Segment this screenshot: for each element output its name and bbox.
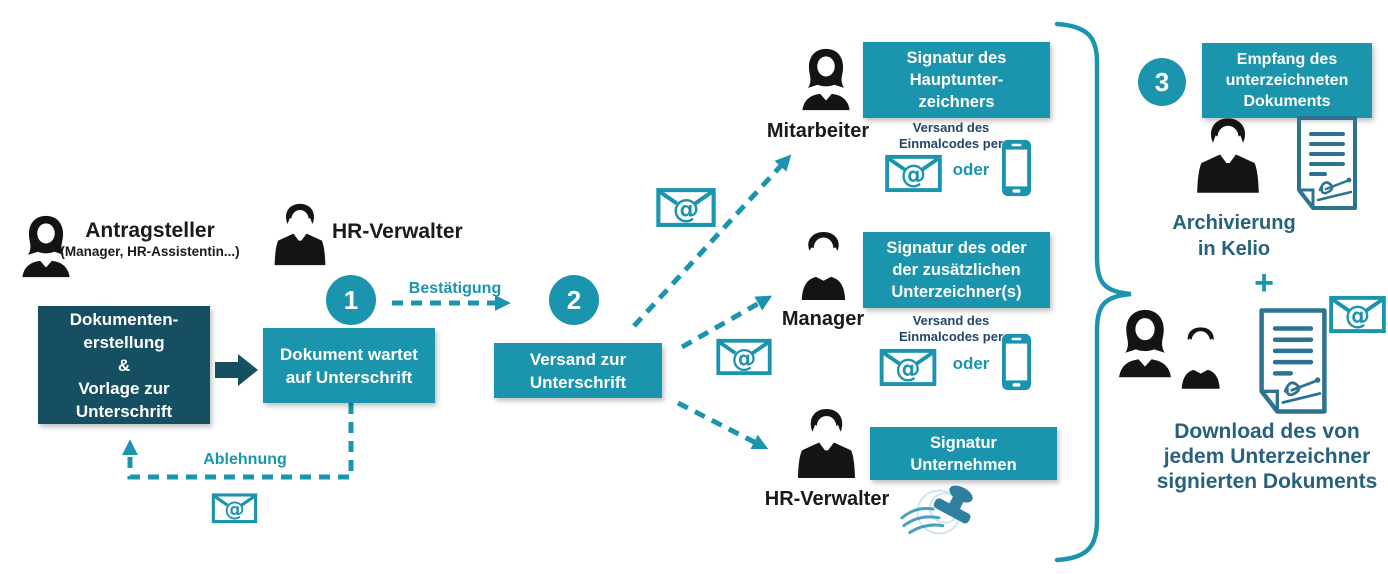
male-user-casual-icon [801,232,846,300]
step-2-badge: 2 [549,275,599,325]
reject-arrow [121,403,354,480]
company-signer-name: HR-Verwalter [764,488,890,510]
manager-or-label: oder [952,354,990,373]
email-at-icon: @ [885,154,942,193]
signed-document-icon [1259,308,1327,414]
send-box: Versand zur Unterschrift [494,343,662,398]
manager-name: Manager [781,308,865,330]
applicant-name: Antragsteller [85,219,215,242]
employee-name: Mitarbeiter [766,120,870,142]
manager-code-caption: Versand des Einmalcodes per [898,313,1004,344]
step-1-badge: 1 [326,275,376,325]
employee-signature-box: Signatur des Hauptunter- zeichners [863,42,1050,118]
send-arrow-manager [680,295,773,350]
male-user-suit-icon [274,203,326,266]
hr-admin-name: HR-Verwalter [332,220,463,243]
employee-code-caption: Versand des Einmalcodes per [898,120,1004,151]
plus-label: + [1254,264,1274,302]
step-3-badge: 3 [1138,58,1186,106]
male-user-suit-icon [1197,118,1259,193]
svg-text:@: @ [732,343,757,372]
creation-box: Dokumenten- erstellung & Vorlage zur Unt… [38,306,210,424]
female-user-icon [802,48,850,111]
receive-box: Empfang des unterzeichneten Dokuments [1202,43,1372,118]
download-label: Download des von jedem Unterzeichner sig… [1156,420,1378,493]
smartphone-icon [1001,139,1032,197]
applicant-subtitle: (Manager, HR-Assistentin...) [60,244,240,259]
email-at-icon: @ [211,493,258,524]
svg-text:@: @ [1345,300,1370,330]
waiting-box: Dokument wartet auf Unterschrift [263,328,435,403]
signed-document-icon [1297,116,1357,210]
svg-text:@: @ [224,497,244,521]
manager-signature-box: Signatur des oder der zusätzlichen Unter… [863,232,1050,308]
email-at-icon: @ [879,348,937,387]
email-at-icon: @ [656,188,716,227]
svg-text:@: @ [901,159,926,189]
send-arrow-company [676,400,769,450]
svg-text:@: @ [895,353,920,383]
email-at-icon: @ [716,338,772,376]
reject-label: Ablehnung [203,451,287,468]
female-user-icon [22,215,70,278]
company-stamp-icon [900,485,973,535]
send-arrow-employee [632,154,792,328]
company-signature-box: Signatur Unternehmen [870,427,1057,480]
email-at-icon: @ [1329,295,1386,334]
creation-to-waiting-arrow [215,354,258,386]
smartphone-icon [1001,333,1032,391]
male-user-suit-icon [797,409,856,478]
svg-text:@: @ [673,194,700,225]
results-brace [1054,21,1132,563]
archive-label: Archivierung in Kelio [1172,212,1296,260]
confirm-label: Bestätigung [408,280,502,297]
two-users-icon [1119,309,1223,392]
employee-or-label: oder [952,160,990,179]
